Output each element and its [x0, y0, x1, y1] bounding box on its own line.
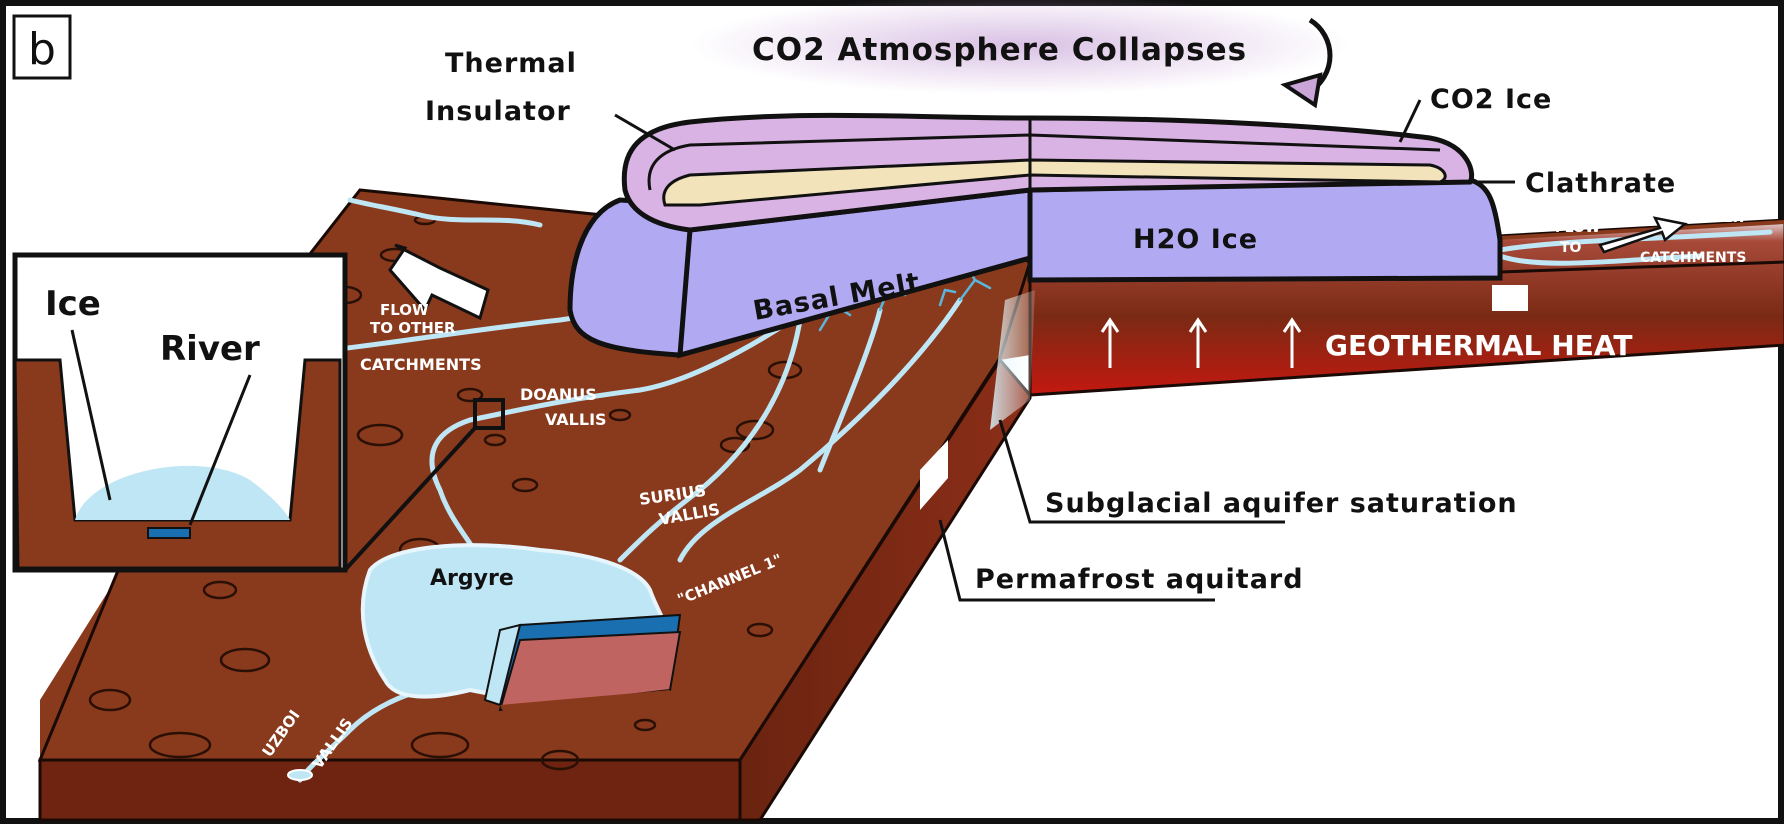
geothermal-heat-label: GEOTHERMAL HEAT — [1325, 329, 1632, 362]
flow-left-label-3: CATCHMENTS — [360, 355, 482, 374]
geothermal-arrows — [1100, 317, 1302, 368]
clathrate-layer — [662, 158, 1447, 207]
flow-right-label-1: FLOW — [1555, 220, 1600, 236]
river-channels — [297, 197, 1773, 783]
doanus-vallis-label-2: VALLIS — [545, 410, 607, 429]
collapse-arrow-head — [1280, 72, 1323, 109]
inset-river-label: River — [160, 329, 260, 369]
clathrate-label: Clathrate — [1525, 168, 1676, 199]
right-ground-edge — [1499, 260, 1784, 274]
flow-right-label-3: OTHER — [1690, 210, 1744, 226]
panel-label-box — [12, 14, 72, 80]
permafrost-aquitard-label: Permafrost aquitard — [975, 564, 1304, 595]
inset-ice-label: Ice — [45, 284, 101, 324]
uzboi-pond — [287, 769, 313, 781]
flow-left-label-2: TO OTHER — [370, 319, 456, 337]
flow-left-label-1: FLOW — [380, 301, 429, 319]
flow-arrow-left — [388, 243, 490, 321]
inset-connector — [343, 426, 477, 572]
h2o-ice-label: H2O Ice — [1133, 224, 1258, 255]
ice-sheet-front-right — [1027, 177, 1503, 283]
co2-collapse-label: CO2 Atmosphere Collapses — [752, 32, 1247, 68]
ground-front-face — [38, 758, 742, 822]
doanus-vallis-label-1: DOANUS — [520, 385, 597, 404]
leader-lines — [614, 99, 1515, 602]
atmosphere-haze — [690, 0, 1350, 95]
panel-label: b — [28, 24, 56, 75]
flow-right-label-2: TO — [1560, 240, 1582, 256]
aquifer-glow — [990, 290, 1035, 430]
basin-cross-section — [483, 613, 682, 715]
thermal-insulator-label-2: Insulator — [425, 96, 571, 127]
thermal-insulator-layer — [647, 133, 1441, 191]
flow-arrow-right — [1598, 216, 1688, 254]
subglacial-aquifer-label: Subglacial aquifer saturation — [1045, 488, 1518, 519]
thermal-insulator-label-1: Thermal — [445, 48, 577, 79]
argyre-label: Argyre — [430, 566, 514, 591]
co2-ice-label: CO2 Ice — [1430, 84, 1552, 115]
flow-right-label-4: CATCHMENTS — [1640, 250, 1746, 266]
aquifer-glow-right — [1492, 285, 1528, 311]
inset-panel — [12, 252, 505, 573]
inset-locator-box — [473, 398, 505, 430]
permafrost-gap — [920, 440, 948, 510]
